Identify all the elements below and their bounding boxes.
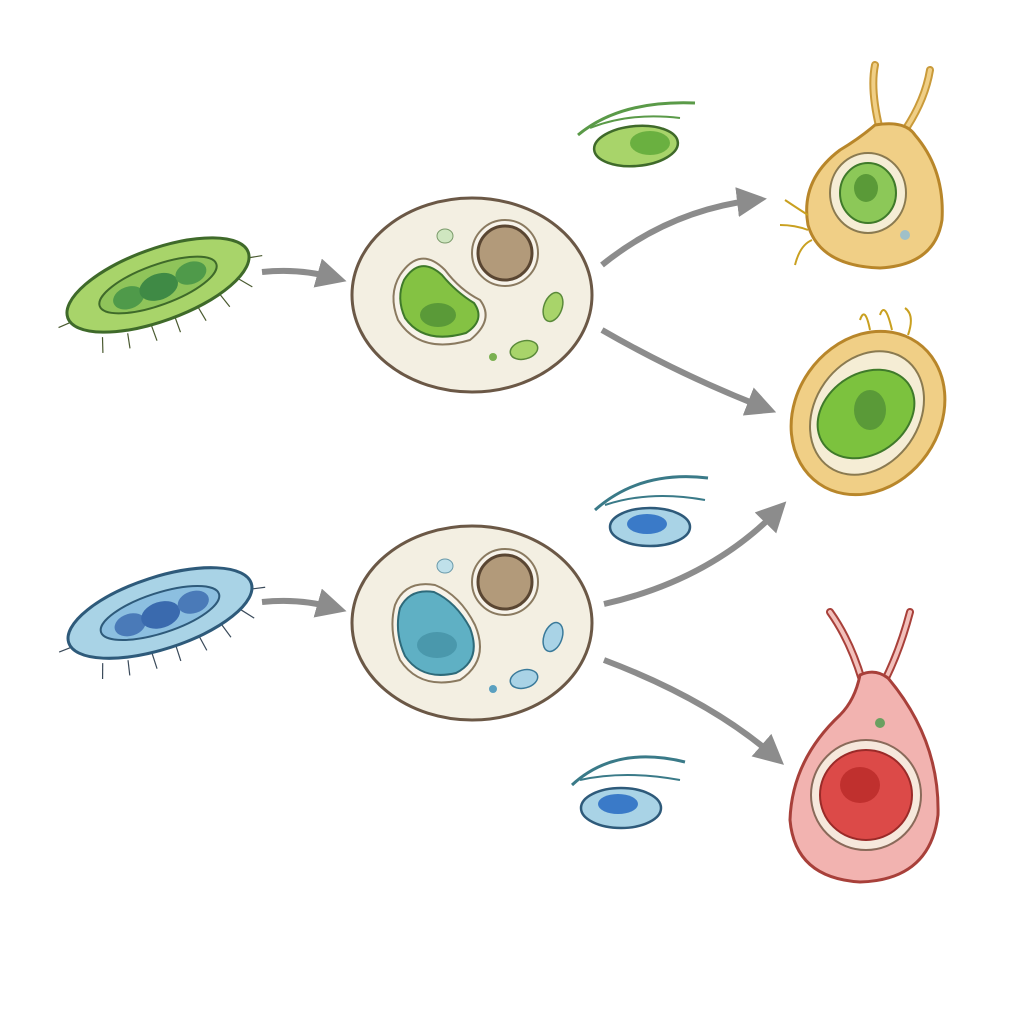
blue-bacterium	[58, 566, 266, 679]
arrow-icon	[600, 187, 767, 268]
red-flagellate-cell	[788, 608, 940, 884]
arrow-icon	[603, 501, 787, 607]
arrow-icon	[602, 657, 785, 765]
small-green-cell	[577, 101, 696, 168]
arrow-icon	[261, 588, 347, 618]
green-bacterium	[58, 236, 263, 353]
yellow-flagellate-cell	[779, 61, 944, 270]
yellow-algal-cell	[789, 307, 947, 497]
host-cell-blue	[350, 524, 594, 722]
arrow-icon	[261, 258, 347, 288]
arrow-icon	[600, 327, 777, 416]
host-cell-green	[350, 196, 594, 394]
small-blue-cell	[570, 755, 686, 830]
small-blue-cell	[594, 475, 709, 548]
